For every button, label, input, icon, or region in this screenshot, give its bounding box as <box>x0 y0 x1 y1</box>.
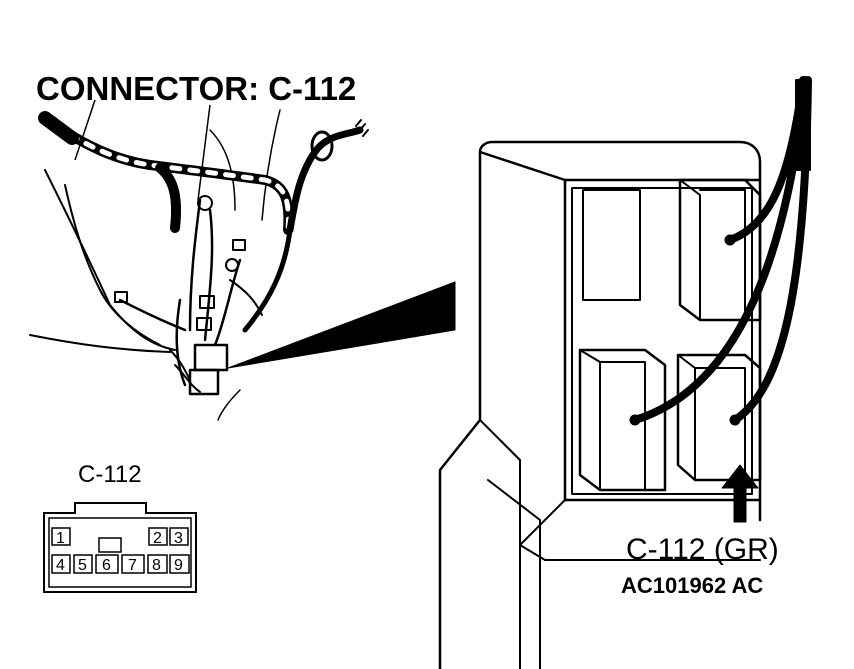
panel-curve <box>64 184 161 346</box>
wire-bundle-4 <box>213 258 242 347</box>
pin-cell <box>169 527 189 546</box>
pin-number: 3 <box>174 530 183 547</box>
location-connector <box>188 368 220 396</box>
pin-number: 7 <box>128 557 137 574</box>
body-outline <box>44 169 176 351</box>
face-view-label: C-112 <box>78 461 142 488</box>
face-latch <box>98 537 122 553</box>
harness-branch <box>155 163 182 233</box>
upper-harness <box>286 126 364 234</box>
wire-bundle-2 <box>203 208 214 342</box>
diagram-title: CONNECTOR: C-112 <box>36 70 357 107</box>
wire-bundle-1 <box>188 198 202 332</box>
wire-bundle-7 <box>229 279 263 316</box>
wire-bundle-3 <box>242 227 293 333</box>
clip <box>232 239 246 251</box>
wire <box>631 76 809 424</box>
pin-number: 9 <box>174 557 183 574</box>
panel-edge-3 <box>217 389 241 421</box>
clip <box>199 295 215 309</box>
face-outline <box>43 502 197 593</box>
pin-number: 5 <box>78 557 87 574</box>
relay-upper-right <box>678 178 762 322</box>
bolt <box>225 258 239 272</box>
block-base <box>479 419 521 669</box>
title-leader <box>74 99 96 161</box>
panel-edge-2 <box>261 109 281 221</box>
pin-cell <box>51 527 71 546</box>
pin-cell <box>148 527 168 546</box>
panel-edge <box>209 129 236 211</box>
enlarged-view <box>438 76 812 669</box>
grommet <box>310 130 334 162</box>
pin-cell <box>51 554 71 574</box>
arrow-pointer <box>721 464 759 523</box>
wire-bundle-5 <box>175 298 187 387</box>
harness-end <box>38 111 79 145</box>
pin-cell <box>147 554 168 574</box>
block-outline <box>478 140 762 522</box>
pin-cell <box>95 554 119 574</box>
location-connector <box>193 343 229 372</box>
title-leader <box>197 104 211 201</box>
bolt <box>197 195 213 211</box>
panel-line <box>29 334 171 353</box>
pin-number: 1 <box>56 530 65 547</box>
pin-number: 8 <box>152 557 161 574</box>
figure-code: AC101962 AC <box>621 573 764 598</box>
pin-cell <box>121 554 145 574</box>
pin-cell <box>73 554 93 574</box>
pin-number: 6 <box>102 557 111 574</box>
pin-number: 2 <box>153 530 162 547</box>
connector-c112 <box>676 353 762 482</box>
zoom-wedge <box>227 281 456 369</box>
relay-lower-left <box>578 348 667 492</box>
pin-cell <box>169 554 190 574</box>
location-view <box>29 109 369 421</box>
clip <box>114 291 128 303</box>
connector-face: 1 2 3 4 5 6 7 8 9 <box>43 502 197 593</box>
empty-slot <box>582 189 641 301</box>
clip <box>196 317 212 331</box>
pin-number: 4 <box>56 557 65 574</box>
